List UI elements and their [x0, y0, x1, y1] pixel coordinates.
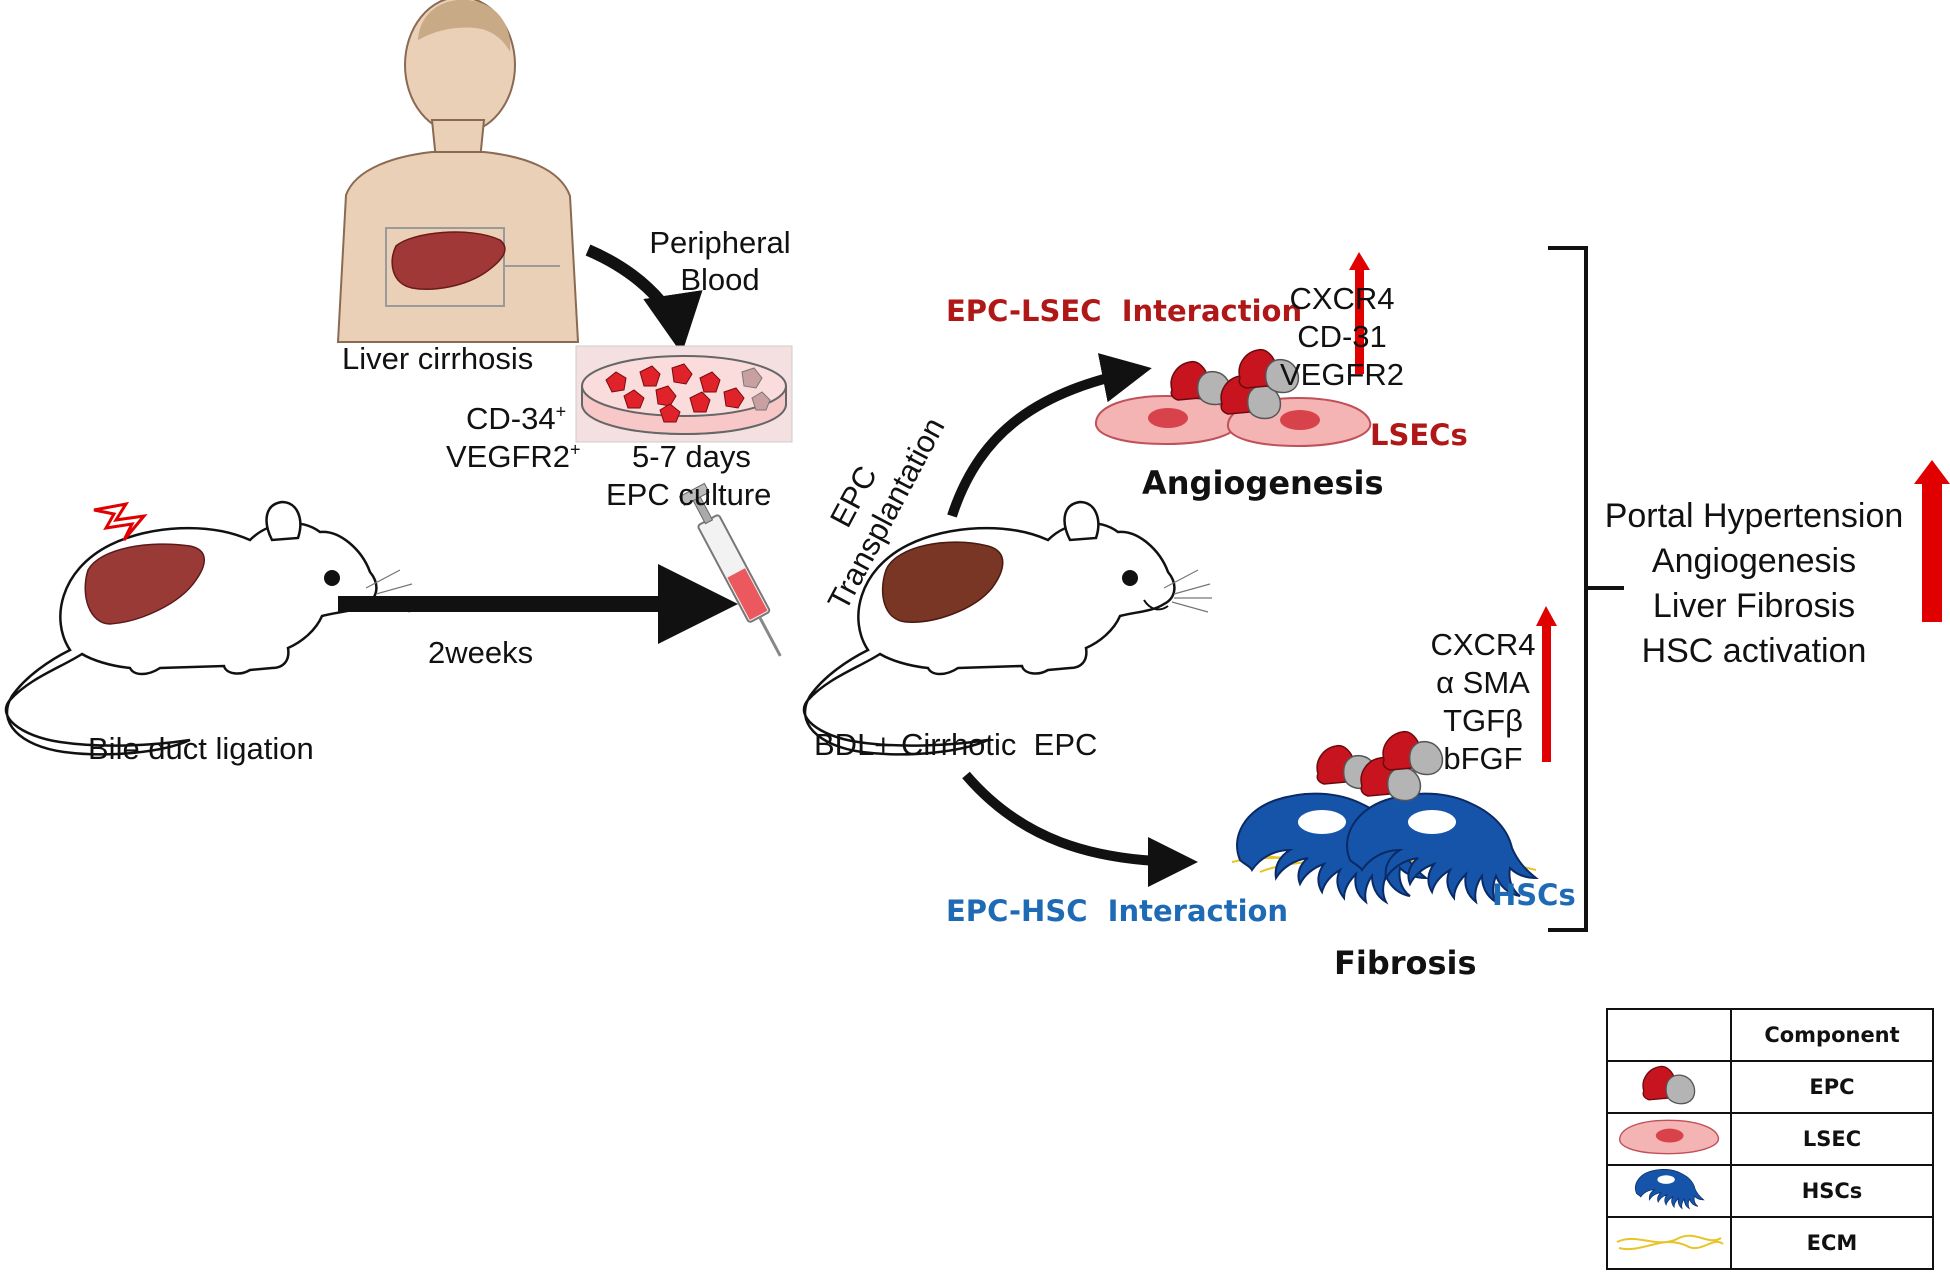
outcome-liver-fibrosis: Liver Fibrosis	[1652, 587, 1856, 625]
legend-epc-icon-cell	[1606, 1060, 1732, 1114]
vegfr2-positive-label: VEGFR2+	[446, 438, 581, 475]
culture-days-label: 5-7 days	[632, 439, 751, 474]
component-legend-table: Component EPC LSEC HSCs	[1606, 1008, 1934, 1270]
cd34-positive-label: CD-34+	[466, 400, 566, 437]
peripheral-blood-label: Peripheral Blood	[630, 224, 810, 298]
cd34-superscript: +	[555, 401, 567, 422]
legend-lsec-icon-cell	[1606, 1112, 1732, 1166]
cd34-text: CD-34	[466, 401, 556, 436]
legend-row-hscs: HSCs	[1606, 1164, 1934, 1218]
liver-cirrhosis-label: Liver cirrhosis	[342, 341, 534, 376]
lsec-marker-cxcr4: CXCR4	[1289, 281, 1395, 316]
outcome-portal-hypertension: Portal Hypertension	[1604, 497, 1904, 535]
legend-hscs-label: HSCs	[1730, 1164, 1934, 1218]
outcomes-up-arrow	[1914, 460, 1950, 622]
lsec-marker-cd31: CD-31	[1297, 319, 1387, 354]
blood-to-culture-arrow	[585, 244, 703, 354]
legend-hsc-icon-cell	[1606, 1164, 1732, 1218]
legend-row-lsec: LSEC	[1606, 1112, 1934, 1166]
bdl-mouse-illustration	[4, 500, 416, 756]
bdl-cirrhotic-epc-mouse-illustration	[802, 500, 1214, 756]
lsec-markers-list: CXCR4 CD-31 VEGFR2	[1272, 280, 1412, 394]
outcome-bracket	[1548, 246, 1624, 932]
legend-ecm-label: ECM	[1730, 1216, 1934, 1270]
angiogenesis-branch-arrow	[947, 353, 1152, 518]
legend-epc-label: EPC	[1730, 1060, 1934, 1114]
peripheral-blood-line-2: Blood	[680, 262, 760, 298]
two-weeks-label: 2weeks	[428, 635, 534, 670]
vegfr2-text: VEGFR2	[446, 439, 571, 474]
legend-ecm-icon-cell	[1606, 1216, 1732, 1270]
hsc-marker-bfgf: bFGF	[1443, 741, 1523, 776]
legend-header-row: Component	[1606, 1008, 1934, 1062]
lsec-marker-vegfr2: VEGFR2	[1279, 357, 1405, 392]
legend-lsec-label: LSEC	[1730, 1112, 1934, 1166]
bile-duct-ligation-label: Bile duct ligation	[88, 731, 314, 766]
legend-header-empty-cell	[1606, 1008, 1732, 1062]
angiogenesis-panel-title: Angiogenesis	[1142, 464, 1384, 502]
lsecs-label: LSECs	[1370, 418, 1468, 452]
hsc-icon	[1634, 1168, 1705, 1209]
hsc-markers-up-arrow	[1536, 606, 1557, 762]
epc-culture-label: EPC culture	[606, 477, 772, 512]
outcome-angiogenesis: Angiogenesis	[1651, 542, 1857, 580]
legend-row-epc: EPC	[1606, 1060, 1934, 1114]
hscs-label: HSCs	[1492, 878, 1576, 912]
fibrosis-panel-title: Fibrosis	[1334, 944, 1477, 982]
legend-row-ecm: ECM	[1606, 1216, 1934, 1270]
outcomes-list: Portal Hypertension Angiogenesis Liver F…	[1586, 494, 1922, 674]
hsc-markers-list: CXCR4 α SMA TGFβ bFGF	[1418, 626, 1548, 778]
hsc-marker-tgfb: TGFβ	[1443, 703, 1523, 738]
syringe-icon	[679, 482, 782, 657]
lsec-icon	[1619, 1119, 1720, 1154]
fibrosis-branch-arrow	[962, 771, 1198, 887]
peripheral-blood-line-1: Peripheral	[649, 225, 791, 260]
petri-dish-illustration	[575, 345, 793, 443]
epc-hsc-interaction-label: EPC-HSC Interaction	[946, 894, 1289, 928]
bdl-cirrhotic-epc-label: BDL+ Cirrhotic EPC	[814, 727, 1098, 762]
hsc-cells-illustration	[1231, 730, 1537, 903]
lsec-markers-up-arrow	[1349, 252, 1370, 374]
human-patient-illustration	[336, 0, 580, 343]
epc-lsec-interaction-label: EPC-LSEC Interaction	[946, 294, 1303, 328]
vegfr2-superscript: +	[570, 439, 581, 460]
epc-icon	[1642, 1065, 1696, 1104]
legend-header-cell: Component	[1730, 1008, 1934, 1062]
hsc-marker-alpha-sma: α SMA	[1436, 665, 1530, 700]
outcome-hsc-activation: HSC activation	[1641, 632, 1867, 670]
ecm-icon	[1616, 1234, 1724, 1250]
hsc-marker-cxcr4: CXCR4	[1430, 627, 1536, 662]
